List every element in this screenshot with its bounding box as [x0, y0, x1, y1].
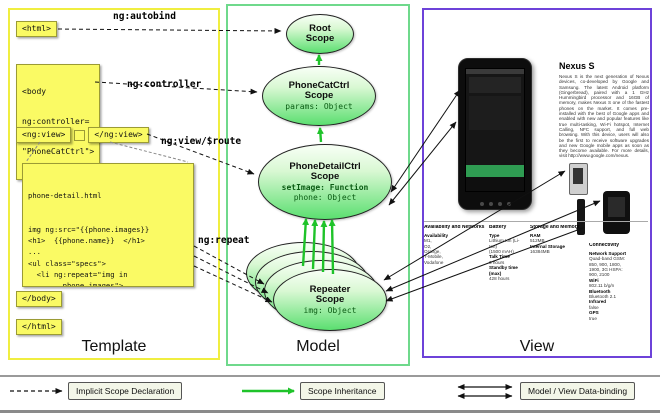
view-panel-label: View: [519, 338, 555, 355]
body-close-tag: </body>: [16, 291, 62, 307]
ngview-close-tag: </ng:view>: [88, 127, 149, 143]
legend-divider-bottom: [0, 410, 660, 413]
product-description: Nexus S is the next generation of Nexus …: [559, 74, 649, 159]
html-open-tag: <html>: [16, 21, 57, 37]
spec-line: 16384MB: [530, 249, 550, 255]
phone-thumbnail: [569, 163, 588, 195]
template-panel: [8, 8, 220, 360]
model-panel-label: Model: [296, 338, 340, 355]
phonecat-scope-prop: params: Object: [285, 101, 353, 111]
thumbnail-screen: [573, 168, 583, 184]
phonedetail-scope-ellipse: PhoneDetailCtrl Scope setImage: Function…: [258, 144, 392, 220]
phone-dock: [466, 177, 524, 191]
code-box: phone-detail.html img ng:src="{{phone.im…: [22, 163, 194, 287]
phone-nav-band: [466, 165, 524, 177]
code-line: <li ng:repeat="img in: [28, 269, 128, 279]
spec-line: GPS: [589, 310, 599, 316]
ng-autobind-label: ng:autobind: [113, 11, 176, 22]
code-line: img ng:src="{{phone.images}}: [28, 225, 150, 235]
nexus-phone-image: [458, 58, 532, 210]
product-title: Nexus S: [559, 61, 595, 71]
phone-statusbar: [466, 69, 524, 74]
spec-line: Bluetooth 2.1: [589, 294, 617, 300]
spec-line: false: [589, 304, 599, 310]
root-scope-title: Root Scope: [305, 22, 335, 44]
repeater-scope-ellipse: Repeater Scope img: Object: [273, 269, 387, 331]
ngview-open-tag: <ng:view>: [16, 127, 72, 143]
legend-inheritance-label: Scope Inheritance: [300, 382, 385, 400]
code-lines: img ng:src="{{phone.images}}<h1> {{phone…: [28, 224, 188, 287]
body-open-line: <body: [22, 87, 47, 96]
code-line: <h1> {{phone.name}} </h1>: [28, 236, 145, 246]
thumbnail-screen: [608, 197, 625, 217]
legend-divider-top: [0, 375, 660, 377]
repeater-scope-title: Repeater Scope: [309, 283, 351, 305]
phone-app-row: [469, 96, 521, 130]
legend-implicit-label: Implicit Scope Declaration: [68, 382, 183, 400]
repeater-scope-prop: img: Object: [303, 305, 357, 315]
root-scope-ellipse: Root Scope: [286, 14, 354, 54]
ngview-row: <ng:view> </ng:view>: [16, 127, 149, 143]
ng-controller-label: ng:controller: [127, 79, 202, 90]
spec-line: Standby time (max): [489, 265, 518, 276]
phone-thumbnail: [603, 191, 630, 234]
code-title: phone-detail.html: [28, 191, 102, 201]
spec-line: 850, 900, 1800,: [589, 261, 621, 267]
spec-line: Infrared: [589, 299, 607, 305]
spec-header: Storage and Memory: [530, 225, 580, 230]
template-panel-label: Template: [81, 338, 147, 355]
view-placeholder-box: [74, 129, 86, 141]
legend-databinding-label: Model / View Data-binding: [520, 382, 636, 400]
code-line: ...: [28, 247, 41, 257]
code-line: phone.images">: [28, 281, 124, 287]
phonecat-scope-ellipse: PhoneCatCtrl Scope params: Object: [262, 66, 376, 126]
html-close-tag: </html>: [16, 319, 62, 335]
spec-line: 1900, 3G HSPA:: [589, 267, 623, 273]
spec-line: Vodafone: [424, 259, 444, 265]
body-open-line: ng:controller=: [22, 117, 90, 126]
body-open-line: "PhoneCatCtrl">: [22, 147, 95, 156]
phonedetail-scope-prop-setimage: setImage: Function: [281, 182, 369, 192]
spec-header: Availability and Networks: [424, 225, 485, 230]
spec-line: Quad-band GSM:: [589, 256, 626, 262]
spec-header: Connectivity: [589, 243, 620, 248]
phone-app-row: [469, 77, 521, 93]
phonedetail-scope-prop-phone: phone: Object: [293, 192, 357, 202]
phonedetail-scope-title: PhoneDetailCtrl Scope: [289, 160, 361, 182]
code-line: <ul class="specs">: [28, 258, 106, 268]
ng-view-route-label: ng:view/$route: [161, 136, 242, 147]
spec-header: Battery: [489, 225, 507, 230]
spec-line: 802.11 b/g/n: [589, 283, 615, 289]
phone-screen: [465, 68, 525, 192]
spec-line: 428 hours: [489, 276, 510, 282]
ng-repeat-label: ng:repeat: [198, 235, 250, 246]
phonecat-scope-title: PhoneCatCtrl Scope: [288, 79, 350, 101]
spec-line: true: [589, 315, 597, 321]
spec-line: Lithium Ion (Li-Ion): [489, 238, 520, 249]
spec-line: Network Support: [589, 250, 627, 256]
phone-buttons: [459, 202, 531, 206]
